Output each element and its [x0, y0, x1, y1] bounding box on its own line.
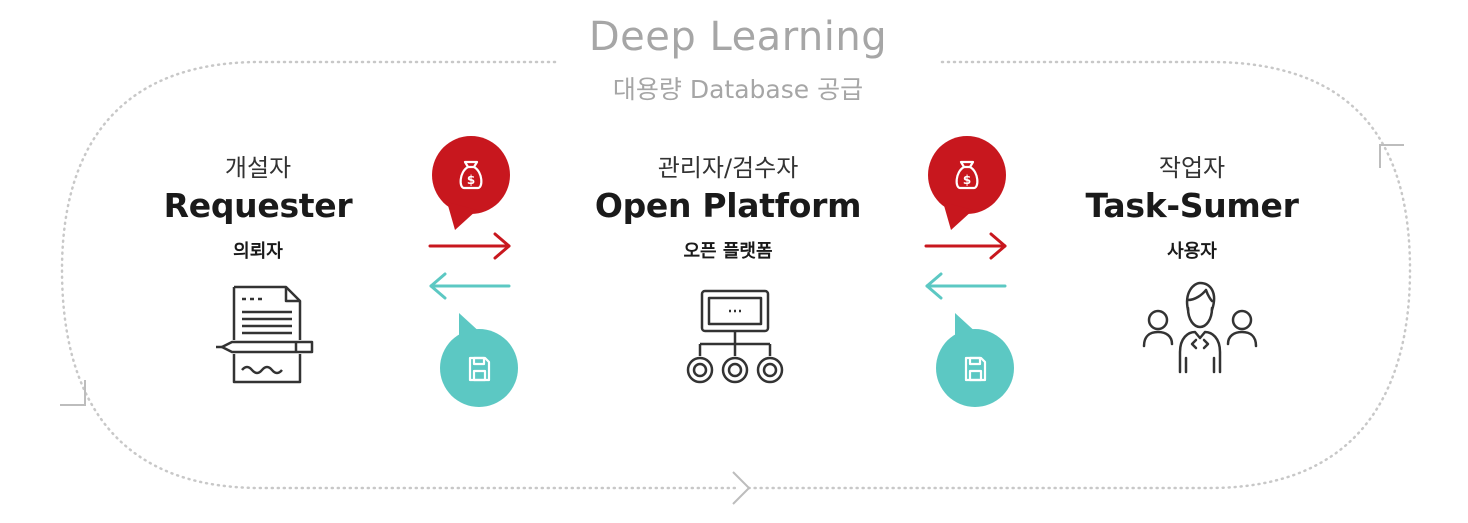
data-bubble [936, 313, 1014, 407]
data-bubble [440, 313, 518, 407]
floppy-disk-icon [964, 356, 987, 382]
money-bag-icon: $ [459, 160, 483, 190]
loop-top-left-segment [60, 60, 737, 490]
network-hierarchy-icon [686, 289, 784, 384]
payment-bubble [432, 136, 510, 230]
flow-connector: $ [924, 136, 1014, 407]
team-users-icon [1142, 281, 1258, 374]
node-korean-title: 관리자/검수자 [657, 154, 799, 182]
node-english-title: Task-Sumer [1085, 186, 1299, 225]
node-korean-title: 작업자 [1158, 154, 1226, 182]
money-bag-icon: $ [955, 160, 979, 190]
node-subtitle: 오픈 플랫폼 [683, 241, 773, 262]
loop-subtitle: 대용량 Database 공급 [612, 75, 864, 104]
loop-title: Deep Learning [588, 14, 888, 60]
loop-top-right-segment [743, 60, 1412, 490]
node-subtitle: 의뢰자 [233, 241, 283, 262]
node-korean-title: 개설자 [224, 154, 292, 182]
svg-text:$: $ [467, 173, 475, 187]
loop-chevron-icon [732, 471, 751, 505]
svg-text:$: $ [963, 173, 971, 187]
backward-arrow [429, 272, 511, 300]
node-english-title: Open Platform [594, 186, 862, 225]
node-english-title: Requester [163, 186, 353, 225]
corner-bracket-top-right [1379, 144, 1404, 168]
backward-arrow [925, 272, 1007, 300]
payment-bubble [928, 136, 1006, 230]
forward-arrow [924, 232, 1007, 260]
corner-bracket-bottom-left [60, 380, 86, 406]
flow-connector: $ [428, 136, 518, 407]
floppy-disk-icon [468, 356, 491, 382]
forward-arrow [428, 232, 511, 260]
document-pen-icon [216, 285, 314, 384]
node-subtitle: 사용자 [1167, 241, 1217, 262]
